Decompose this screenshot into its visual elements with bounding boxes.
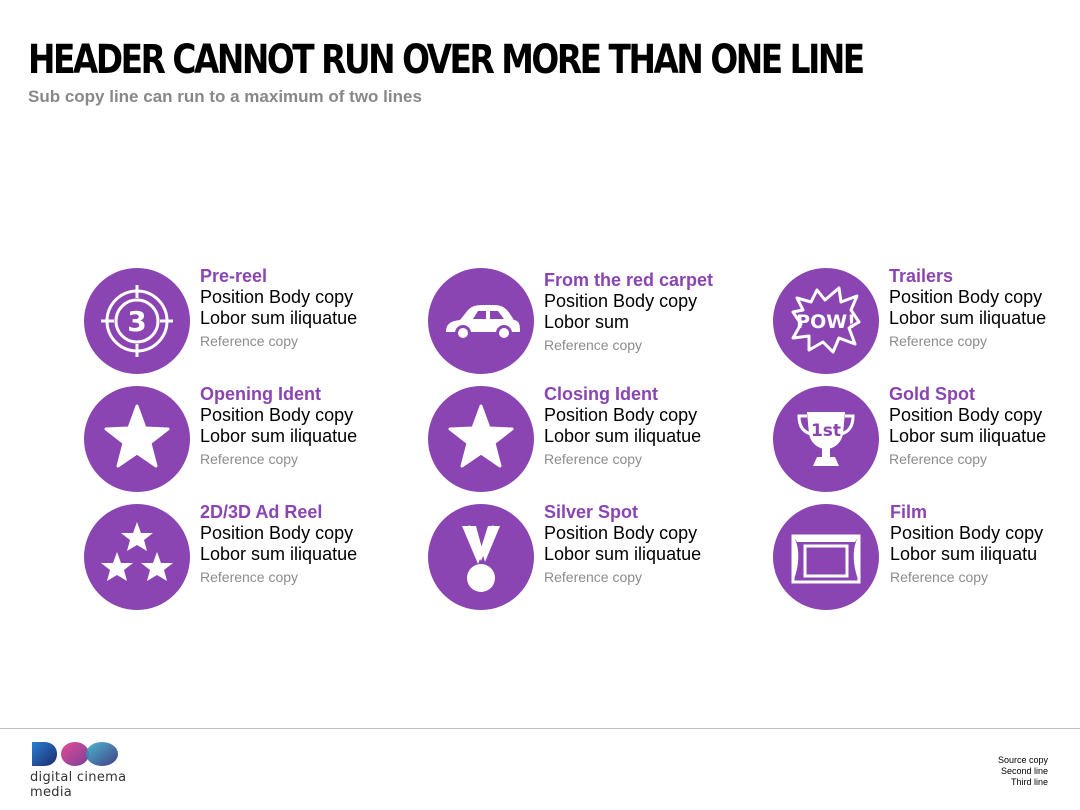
grid-item-closing-ident: Closing Ident Position Body copy Lobor s…: [428, 382, 773, 500]
icon-circle: 1st: [773, 386, 879, 492]
item-title: Pre-reel: [200, 266, 268, 286]
page-title: HEADER CANNOT RUN OVER MORE THAN ONE LIN…: [28, 37, 865, 83]
trophy-icon: 1st: [797, 412, 855, 466]
icon-circle: 3: [84, 268, 190, 374]
grid-item-pre-reel: 3 Pre-reel Position Body copy Lobor sum …: [84, 264, 428, 382]
source-copy: Source copy Second line Third line: [998, 755, 1048, 788]
car-icon: [446, 305, 520, 341]
icon-circle: [428, 386, 534, 492]
item-reference: Reference copy: [544, 451, 643, 467]
pow-text: POW!: [796, 311, 856, 333]
grid-item-gold-spot: 1st Gold Spot Position Body copy Lobor s…: [773, 382, 1046, 500]
item-body: Position Body copy Lobor sum iliquatue: [889, 405, 1047, 446]
item-title: 2D/3D Ad Reel: [200, 502, 323, 522]
cinema-screen-icon: [791, 534, 861, 584]
item-title: Closing Ident: [544, 384, 658, 404]
icon-circle: POW!: [773, 268, 879, 374]
countdown-number: 3: [127, 305, 146, 338]
icon-grid: 3 Pre-reel Position Body copy Lobor sum …: [84, 264, 1064, 614]
item-body: Position Body copy Lobor sum iliquatue: [889, 287, 1047, 328]
dcm-logo: digital cinema media: [30, 740, 170, 800]
pow-icon: POW!: [791, 286, 861, 354]
item-body: Position Body copy Lobor sum iliquatu: [890, 523, 1044, 564]
source-line-1: Source copy: [997, 755, 1048, 765]
dcm-logo-mark-icon: [32, 742, 118, 766]
item-body: Position Body copy Lobor sum iliquatue: [544, 523, 702, 564]
item-title: From the red carpet: [544, 270, 714, 290]
item-body: Position Body copy Lobor sum: [544, 291, 698, 332]
item-title: Trailers: [889, 266, 954, 286]
item-reference: Reference copy: [200, 451, 299, 467]
icon-circle: [84, 504, 190, 610]
three-stars-icon: [101, 522, 173, 581]
icon-circle: [773, 504, 879, 610]
item-reference: Reference copy: [890, 569, 989, 585]
item-reference: Reference copy: [544, 569, 643, 585]
grid-item-silver-spot: Silver Spot Position Body copy Lobor sum…: [428, 500, 773, 618]
logo-text: digital cinema media: [30, 770, 127, 800]
item-body: Position Body copy Lobor sum iliquatue: [200, 287, 358, 328]
item-body: Position Body copy Lobor sum iliquatue: [200, 405, 358, 446]
item-title: Gold Spot: [889, 384, 975, 404]
grid-item-trailers: POW! Trailers Position Body copy Lobor s…: [773, 264, 1046, 382]
star-icon: [104, 404, 170, 468]
sub-copy: Sub copy line can run to a maximum of tw…: [28, 87, 422, 106]
item-reference: Reference copy: [889, 451, 988, 467]
grid-item-red-carpet: From the red carpet Position Body copy L…: [428, 264, 773, 382]
icon-circle: [84, 386, 190, 492]
grid-item-opening-ident: Opening Ident Position Body copy Lobor s…: [84, 382, 428, 500]
grid-item-ad-reel: 2D/3D Ad Reel Position Body copy Lobor s…: [84, 500, 428, 618]
medal-icon: [462, 525, 500, 592]
item-title: Silver Spot: [544, 502, 639, 522]
item-body: Position Body copy Lobor sum iliquatue: [200, 523, 358, 564]
item-title: Opening Ident: [200, 384, 321, 404]
icon-circle: [428, 268, 534, 374]
item-reference: Reference copy: [889, 333, 988, 349]
item-title: Film: [890, 502, 928, 522]
icon-circle: [428, 504, 534, 610]
trophy-text: 1st: [811, 421, 841, 441]
grid-item-film: Film Position Body copy Lobor sum iliqua…: [773, 500, 1043, 618]
item-reference: Reference copy: [544, 337, 643, 353]
countdown-3-icon: 3: [101, 285, 173, 357]
item-reference: Reference copy: [200, 569, 299, 585]
source-line-3: Third line: [1010, 777, 1048, 787]
item-reference: Reference copy: [200, 333, 299, 349]
star-icon: [448, 404, 514, 468]
footer-divider: [0, 728, 1080, 729]
item-body: Position Body copy Lobor sum iliquatue: [544, 405, 702, 446]
source-line-2: Second line: [1000, 766, 1048, 776]
